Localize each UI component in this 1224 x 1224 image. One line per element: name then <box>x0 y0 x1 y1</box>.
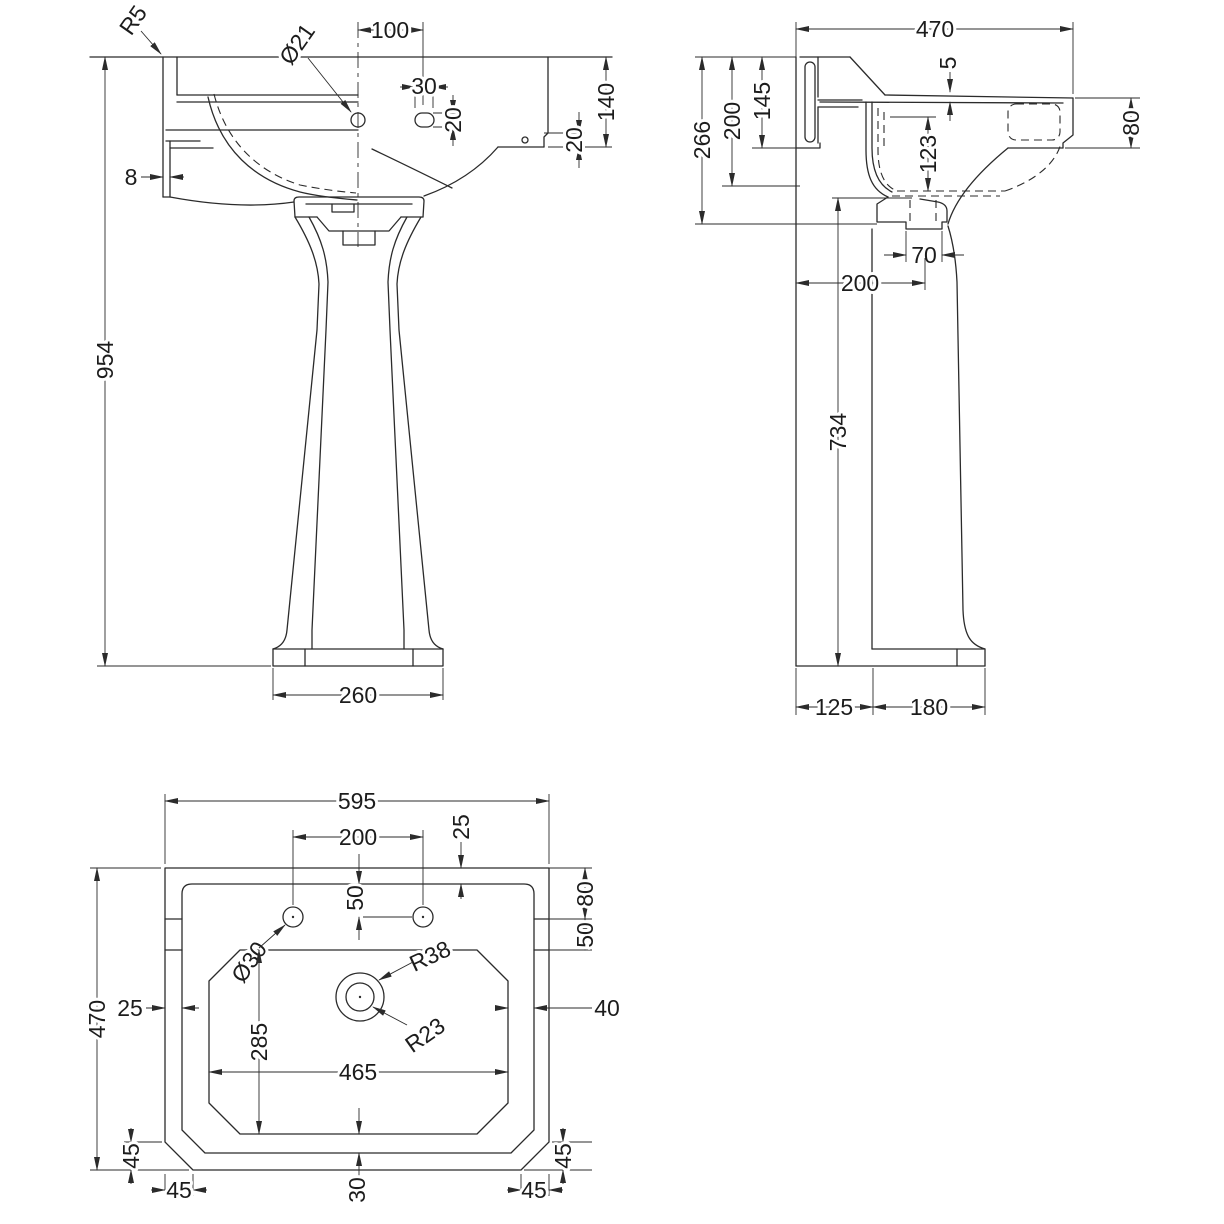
tap-hole-right <box>412 906 434 928</box>
dim-label-plan-80-right: 80 <box>572 881 598 907</box>
waste-outer-circle <box>335 972 385 1022</box>
front-pedestal <box>272 196 444 667</box>
dim-label-plan-r23: R23 <box>400 1012 449 1058</box>
dim-label-front-20-slot: 20 <box>440 107 466 133</box>
dim-label-plan-50-right: 50 <box>572 922 598 948</box>
dim-label-front-20-right: 20 <box>561 127 587 153</box>
plan-outline <box>164 867 550 1171</box>
dim-label-plan-r38: R38 <box>405 935 454 976</box>
side-dimensions: 470 5 145 200 266 123 80 70 <box>686 13 1147 723</box>
dim-label-side-180: 180 <box>910 694 948 720</box>
dim-label-side-125: 125 <box>815 694 853 720</box>
dim-label-plan-50-center: 50 <box>342 885 368 911</box>
dim-label-side-5: 5 <box>935 57 961 70</box>
dim-label-side-200-left: 200 <box>719 102 745 140</box>
overflow-slot <box>414 112 435 128</box>
dim-label-side-734: 734 <box>825 413 851 452</box>
waste-center <box>358 995 362 999</box>
waste-inner-circle <box>345 982 375 1012</box>
dim-label-front-954: 954 <box>92 341 118 380</box>
dim-label-side-266: 266 <box>689 121 715 159</box>
tap-hole-left-center <box>291 915 295 919</box>
dim-label-side-145: 145 <box>749 82 775 120</box>
dim-label-plan-470: 470 <box>84 1000 110 1038</box>
fixing-hole-small <box>521 136 529 144</box>
dim-label-plan-465: 465 <box>339 1059 377 1085</box>
dim-label-plan-25-top: 25 <box>448 814 474 840</box>
plan-view: 595 200 50 25 80 50 Ø30 R38 R23 <box>81 785 623 1206</box>
inner-front-wall-hidden <box>1007 103 1061 141</box>
dim-label-side-80: 80 <box>1118 110 1144 136</box>
tap-hole-left <box>282 906 304 928</box>
dim-label-plan-25-left: 25 <box>117 995 143 1021</box>
front-basin-outline <box>89 22 613 247</box>
front-view: 954 100 R5 Ø21 30 20 140 20 <box>89 0 622 711</box>
dim-label-side-70: 70 <box>911 242 937 268</box>
dim-label-plan-40: 40 <box>594 995 620 1021</box>
dim-label-front-140: 140 <box>593 83 619 121</box>
front-dimensions: 954 100 R5 Ø21 30 20 140 20 <box>89 0 622 711</box>
side-outline <box>795 56 1074 667</box>
dim-label-plan-200: 200 <box>339 824 377 850</box>
dim-label-plan-595: 595 <box>338 788 376 814</box>
dim-label-plan-285: 285 <box>246 1023 272 1061</box>
dim-label-plan-45-right-v: 45 <box>550 1143 576 1169</box>
dim-label-plan-30: 30 <box>344 1177 370 1203</box>
dim-label-plan-45-right-h: 45 <box>521 1177 547 1203</box>
dim-label-front-30: 30 <box>411 73 437 99</box>
side-pedestal <box>795 225 986 667</box>
dim-label-front-r5: R5 <box>114 0 152 39</box>
wall-bracket-slot <box>804 61 816 143</box>
side-view: 470 5 145 200 266 123 80 70 <box>686 13 1147 723</box>
dim-label-plan-45-left-v: 45 <box>118 1143 144 1169</box>
tap-hole-right-center <box>421 915 425 919</box>
dim-label-plan-dia30: Ø30 <box>226 937 272 988</box>
dim-label-side-470: 470 <box>916 16 954 42</box>
dim-label-front-8: 8 <box>125 164 138 190</box>
dim-label-side-123: 123 <box>915 135 941 173</box>
dim-label-front-100: 100 <box>371 17 409 43</box>
dim-label-front-260: 260 <box>339 682 377 708</box>
dim-label-front-dia21: Ø21 <box>274 19 320 70</box>
dim-label-side-200-bottom: 200 <box>841 270 879 296</box>
dim-label-plan-45-left-h: 45 <box>166 1177 192 1203</box>
